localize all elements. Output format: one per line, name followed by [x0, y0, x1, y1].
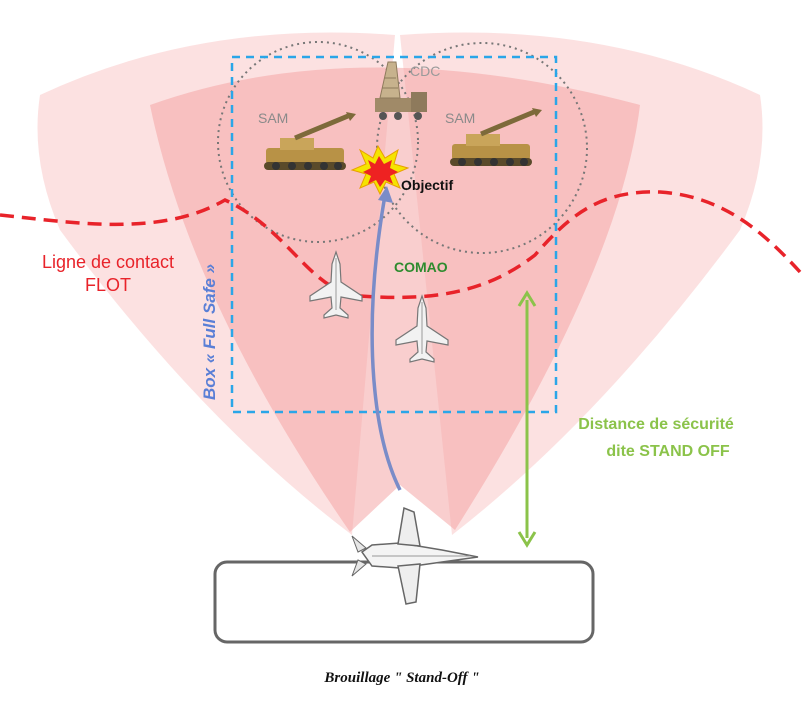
objective-label: Objectif	[401, 177, 453, 193]
stand-off-distance-label-2: dite STAND OFF	[606, 443, 729, 460]
cdc-label: CDC	[410, 63, 440, 79]
fighter-jet-icon	[395, 294, 449, 363]
missile-launcher-icon	[264, 112, 356, 170]
ingress-arrow	[370, 194, 402, 491]
comao-label: COMAO	[394, 259, 448, 275]
sam-range-right	[376, 42, 588, 254]
missile-launcher-icon	[450, 108, 542, 166]
jamming-cone-center	[150, 67, 640, 532]
sam-right-label: SAM	[445, 110, 475, 126]
explosion-icon	[350, 144, 410, 196]
sam-range-left	[217, 41, 419, 243]
ingress-arrowhead	[378, 186, 393, 203]
stand-off-distance-label: Distance de sécurité	[578, 416, 734, 433]
full-safe-box-label: Box « Full Safe »	[200, 264, 219, 400]
stand-off-arrowhead-bottom	[517, 531, 537, 548]
fighter-jet-icon	[309, 250, 363, 319]
flot-contact-line	[0, 190, 802, 300]
full-safe-box	[230, 55, 558, 414]
flot-label: FLOT	[85, 275, 131, 295]
stand-off-arrowhead-top	[517, 290, 537, 307]
sam-left-label: SAM	[258, 110, 288, 126]
contact-line-label: Ligne de contact	[42, 252, 174, 272]
radar-truck-icon	[375, 61, 427, 120]
figure-caption: Brouillage " Stand-Off "	[323, 670, 479, 686]
jammer-aircraft-icon	[351, 506, 479, 605]
